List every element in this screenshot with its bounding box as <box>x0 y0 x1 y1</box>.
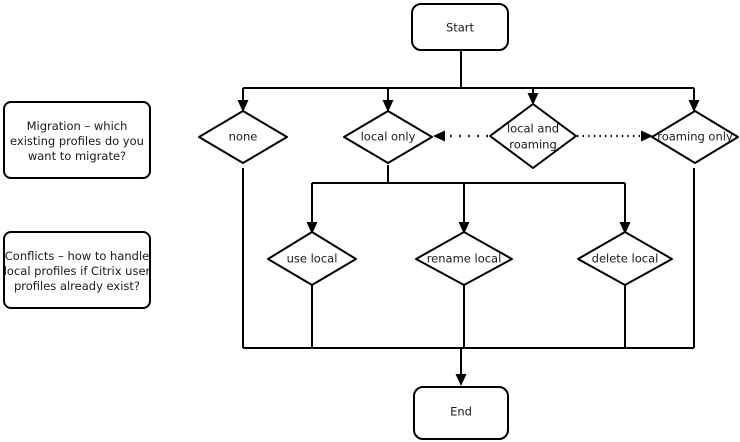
connector-local-only-to-conflicts <box>306 165 631 234</box>
connector-local-and-roaming-to-roaming-only <box>577 130 653 142</box>
connector-local-and-roaming-to-local-only <box>433 130 488 142</box>
arrowhead-to-local-only <box>433 130 445 142</box>
none-shape[interactable] <box>198 110 288 164</box>
node-none[interactable]: none <box>198 110 288 164</box>
local-and-roaming-shape[interactable] <box>489 103 577 169</box>
none-label: none <box>229 130 258 144</box>
use-local-shape[interactable] <box>267 231 357 286</box>
node-delete-local[interactable]: delete local <box>577 231 673 286</box>
delete-local-shape[interactable] <box>577 231 673 286</box>
arrowhead-use-local <box>306 222 318 234</box>
note-migration-line-3: want to migrate? <box>28 149 126 163</box>
arrowhead-end <box>455 374 467 386</box>
node-use-local[interactable]: use local <box>267 231 357 286</box>
note-migration-box <box>3 101 151 179</box>
node-local-only[interactable]: local only <box>343 110 433 164</box>
end-shape[interactable] <box>413 386 509 440</box>
note-migration-line-2: existing profiles do you <box>10 134 144 148</box>
use-local-label: use local <box>287 252 338 266</box>
rename-local-shape[interactable] <box>415 231 513 286</box>
node-local-and-roaming[interactable]: local and roaming <box>489 103 577 169</box>
arrowhead-none <box>237 100 249 112</box>
note-conflicts-box <box>3 231 151 309</box>
arrowhead-roaming-only <box>688 100 700 112</box>
note-migration-line-1: Migration – which <box>27 119 128 133</box>
note-conflicts: Conflicts – how to handle local profiles… <box>3 231 151 309</box>
note-migration: Migration – which existing profiles do y… <box>3 101 151 179</box>
end-label: End <box>450 405 472 419</box>
arrowhead-local-and-roaming <box>527 93 539 105</box>
node-rename-local[interactable]: rename local <box>415 231 513 286</box>
roaming-only-shape[interactable] <box>651 110 739 164</box>
node-end[interactable]: End <box>413 386 509 440</box>
note-conflicts-line-3: profiles already exist? <box>14 279 140 293</box>
local-and-roaming-label-line2: roaming <box>509 138 557 152</box>
arrowhead-local-only <box>382 100 394 112</box>
local-only-label: local only <box>361 130 416 144</box>
start-shape[interactable] <box>411 3 509 51</box>
start-label: Start <box>446 21 475 35</box>
rename-local-label: rename local <box>427 252 502 266</box>
node-start[interactable]: Start <box>411 3 509 51</box>
arrowhead-delete-local <box>619 222 631 234</box>
note-conflicts-line-1: Conflicts – how to handle <box>5 249 149 263</box>
local-only-shape[interactable] <box>343 110 433 164</box>
connector-start-to-options <box>237 50 700 112</box>
local-and-roaming-label-line1: local and <box>507 122 559 136</box>
arrowhead-rename-local <box>458 222 470 234</box>
node-roaming-only[interactable]: roaming only <box>651 110 739 164</box>
roaming-only-label: roaming only <box>657 130 733 144</box>
arrowhead-to-roaming-only <box>641 130 653 142</box>
note-conflicts-line-2: local profiles if Citrix user <box>4 264 151 278</box>
delete-local-label: delete local <box>592 252 659 266</box>
connector-convergence-to-end <box>242 168 695 386</box>
